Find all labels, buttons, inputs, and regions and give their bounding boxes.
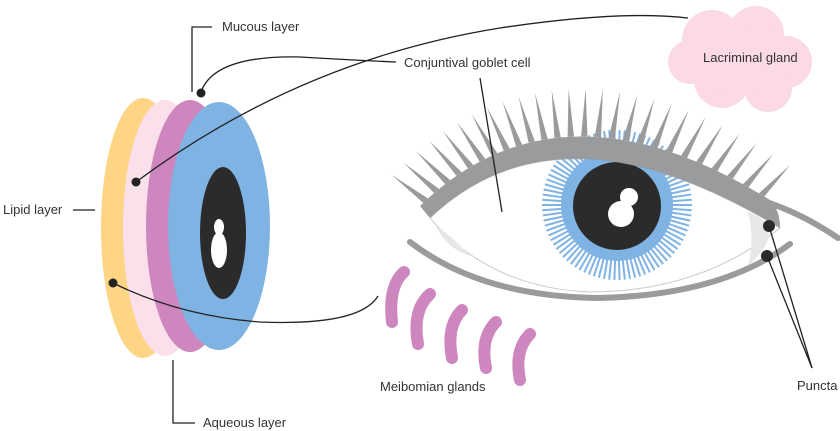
eyelash [651,104,671,148]
eyelash [727,143,756,178]
lipid-dot [109,279,118,288]
mucous-layer-label: Mucous layer [222,19,300,34]
eyelash [712,134,740,171]
pupil-highlight-large [608,201,634,227]
meibomian-gland-5 [518,334,530,380]
puncta-label: Puncta [797,378,838,393]
eyelash [502,101,522,146]
eyelash [535,93,548,140]
side-pupil-shape [200,167,246,299]
eyelash [743,154,773,187]
iris-ray [614,259,615,280]
eyelash [637,99,655,144]
mucous-dot [197,89,206,98]
meibomian-gland-1 [391,272,404,322]
punctum-lower [761,250,773,262]
conjunctival-goblet-cell-label: Conjuntival goblet cell [404,55,531,70]
lacrimal-dot [132,178,141,187]
meibomian-gland-4 [484,322,496,368]
meibomian-gland-3 [450,310,462,358]
iris-ray [619,259,620,280]
lipid-layer-label: Lipid layer [3,202,63,217]
mucous-layer-leader [192,27,212,92]
eyelash [581,89,587,137]
eyelash [609,91,621,138]
eyelash [519,96,535,142]
eyelash [696,125,722,164]
eyelash [552,90,561,138]
eyelash [666,110,689,153]
eyelash [759,165,790,197]
side-pupil-highlight-bottom [211,232,227,268]
meibomian-gland-2 [417,294,431,344]
eyelash [568,89,574,137]
lacrimal-gland-label: Lacriminal gland [703,50,798,65]
aqueous-layer-label: Aqueous layer [203,415,287,430]
puncta-leader-lower [767,256,812,368]
tear-film-layers [101,98,270,358]
aqueous-layer-leader [173,360,195,423]
meibomian-glands-label: Meibomian glands [380,379,486,394]
eyelash [595,89,603,137]
eyelash [681,117,706,158]
